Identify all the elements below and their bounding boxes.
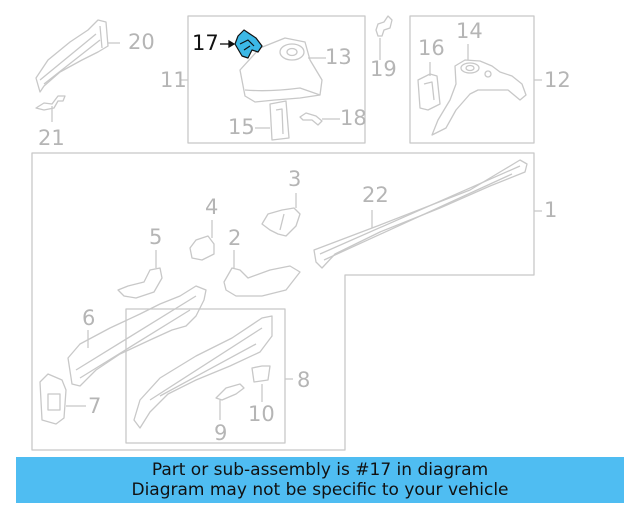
part-9 [215, 383, 245, 401]
parts-diagram: 20 21 11 17 13 15 18 19 16 14 12 3 22 1 … [31, 15, 571, 451]
part-6 [67, 285, 207, 387]
callout-18: 18 [340, 106, 367, 130]
callout-7: 7 [88, 394, 102, 418]
part-16 [417, 73, 441, 111]
part-15 [269, 100, 290, 141]
callout-6: 6 [82, 306, 96, 330]
group-box-8 [125, 308, 286, 444]
callout-9: 9 [214, 421, 228, 445]
info-banner: Part or sub-assembly is #17 in diagram D… [16, 457, 624, 503]
part-10 [251, 365, 271, 383]
callout-21: 21 [38, 126, 65, 150]
part-3 [261, 207, 301, 237]
part-18 [299, 112, 323, 126]
part-5 [117, 267, 163, 299]
callout-17: 17 [192, 31, 219, 55]
callout-15: 15 [228, 115, 255, 139]
diagram-drawing [31, 15, 542, 451]
part-22 [313, 159, 528, 269]
callout-14: 14 [456, 19, 483, 43]
banner-line-2: Diagram may not be specific to your vehi… [131, 480, 509, 500]
part-13 [239, 37, 323, 103]
group-box-1 [31, 152, 535, 451]
callout-4: 4 [205, 195, 219, 219]
callout-22: 22 [362, 183, 389, 207]
callout-12: 12 [544, 68, 571, 92]
part-20 [35, 19, 109, 93]
callout-1: 1 [544, 198, 558, 222]
callout-20: 20 [128, 30, 155, 54]
part-4 [189, 235, 215, 261]
banner-line-1: Part or sub-assembly is #17 in diagram [151, 460, 489, 480]
callout-19: 19 [370, 57, 397, 81]
callout-11: 11 [160, 68, 187, 92]
part-14 [431, 59, 527, 136]
callout-16: 16 [418, 36, 445, 60]
part-17-highlighted [234, 29, 263, 59]
part-21 [35, 95, 66, 111]
callout-5: 5 [149, 225, 163, 249]
part-2 [223, 265, 301, 297]
callout-3: 3 [288, 167, 302, 191]
part-19 [375, 15, 393, 37]
callout-13: 13 [325, 45, 352, 69]
callout-2: 2 [228, 226, 242, 250]
callout-8: 8 [297, 368, 311, 392]
part-8-rail [133, 315, 273, 429]
callout-10: 10 [248, 402, 275, 426]
part-7 [39, 373, 67, 425]
